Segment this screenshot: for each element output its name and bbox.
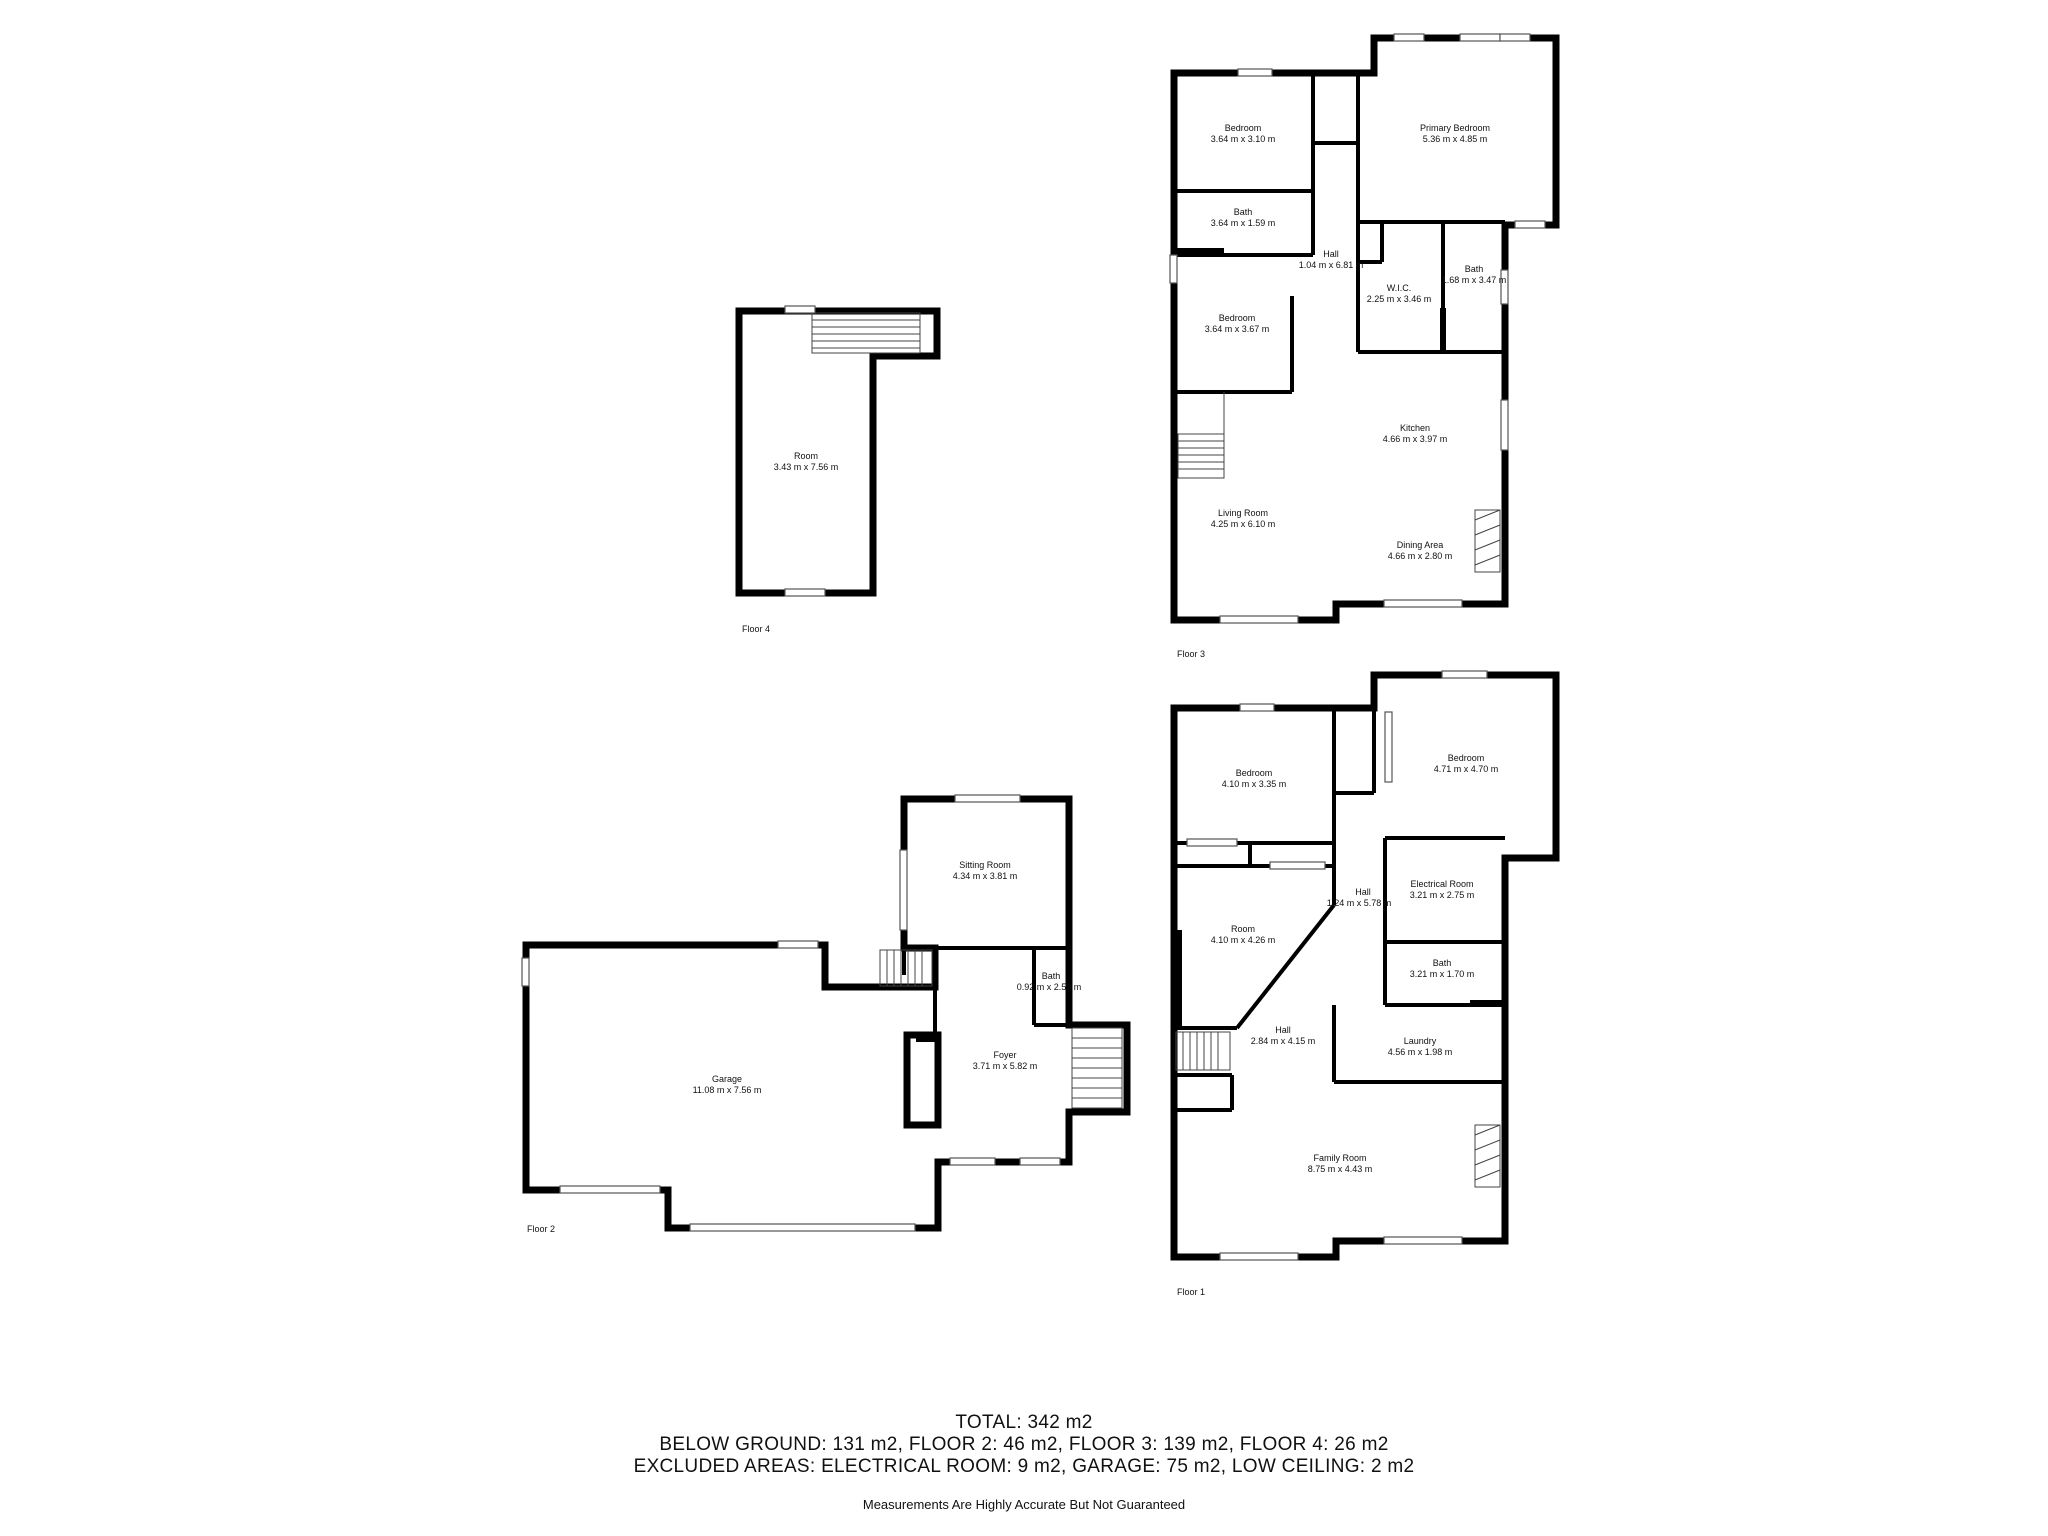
room-dims: 5.36 m x 4.85 m [1423, 134, 1488, 144]
room-name: Hall [1323, 249, 1339, 259]
room-dims: 11.08 m x 7.56 m [693, 1085, 762, 1095]
room-dims: 4.10 m x 4.26 m [1211, 935, 1276, 945]
room-name: Dining Area [1397, 540, 1444, 550]
disclaimer: Measurements Are Highly Accurate But Not… [862, 1497, 1186, 1512]
room-dims: 3.64 m x 1.59 m [1211, 218, 1276, 228]
floor-label: Floor 3 [1177, 649, 1205, 659]
room-dims: 1.68 m x 3.47 m [1442, 275, 1507, 285]
floor-label: Floor 4 [742, 624, 770, 634]
floor-areas: BELOW GROUND: 131 m2, FLOOR 2: 46 m2, FL… [659, 1434, 1389, 1455]
room-dims: 3.64 m x 3.10 m [1211, 134, 1276, 144]
room-dims: 4.71 m x 4.70 m [1434, 764, 1499, 774]
floor-4-plan: Room 3.43 m x 7.56 m Floor 4 [735, 305, 941, 634]
room-dims: 3.71 m x 5.82 m [973, 1061, 1038, 1071]
room-name: Primary Bedroom [1420, 123, 1490, 133]
room-dims: 2.84 m x 4.15 m [1251, 1036, 1316, 1046]
room-name: Bedroom [1448, 753, 1485, 763]
room-name: Hall [1275, 1025, 1291, 1035]
room-name: W.I.C. [1387, 283, 1412, 293]
room-dims: 3.21 m x 1.70 m [1410, 969, 1475, 979]
room-name: Electrical Room [1410, 879, 1473, 889]
room-dims: 3.64 m x 3.67 m [1205, 324, 1270, 334]
room-dims: 4.25 m x 6.10 m [1211, 519, 1276, 529]
room-name: Bath [1234, 207, 1253, 217]
room-name: Room [794, 451, 818, 461]
room-dims: 3.43 m x 7.56 m [774, 462, 839, 472]
room-name: Garage [712, 1074, 742, 1084]
room-dims: 4.34 m x 3.81 m [953, 871, 1018, 881]
total-area: TOTAL: 342 m2 [955, 1412, 1093, 1433]
room-dims: 4.10 m x 3.35 m [1222, 779, 1287, 789]
room-dims: 1.04 m x 6.81 m [1299, 260, 1364, 270]
room-name: Bedroom [1219, 313, 1256, 323]
room-name: Bedroom [1236, 768, 1273, 778]
room-name: Sitting Room [959, 860, 1011, 870]
floor-2-plan: Sitting Room 4.34 m x 3.81 m Bath 0.92 m… [521, 794, 1131, 1234]
room-dims: 2.25 m x 3.46 m [1367, 294, 1432, 304]
floor-label: Floor 2 [527, 1224, 555, 1234]
room-name: Bath [1465, 264, 1484, 274]
room-name: Laundry [1404, 1036, 1437, 1046]
excluded-areas: EXCLUDED AREAS: ELECTRICAL ROOM: 9 m2, G… [633, 1456, 1415, 1477]
floor-3-plan: Bedroom 3.64 m x 3.10 m Primary Bedroom … [1169, 33, 1560, 659]
area-summary: TOTAL: 342 m2 BELOW GROUND: 131 m2, FLOO… [0, 1412, 2048, 1478]
room-name: Kitchen [1400, 423, 1430, 433]
floor-1-plan: Bedroom 4.10 m x 3.35 m Bedroom 4.71 m x… [1170, 670, 1560, 1297]
room-name: Hall [1355, 887, 1371, 897]
room-name: Foyer [993, 1050, 1016, 1060]
room-dims: 4.66 m x 2.80 m [1388, 551, 1453, 561]
floor-label: Floor 1 [1177, 1287, 1205, 1297]
room-dims: 1.24 m x 5.78 m [1327, 898, 1392, 908]
room-name: Family Room [1313, 1153, 1366, 1163]
room-name: Bath [1433, 958, 1452, 968]
room-name: Room [1231, 924, 1255, 934]
room-dims: 0.92 m x 2.59 m [1017, 982, 1082, 992]
room-dims: 4.56 m x 1.98 m [1388, 1047, 1453, 1057]
room-name: Bath [1042, 971, 1061, 981]
room-dims: 8.75 m x 4.43 m [1308, 1164, 1373, 1174]
room-dims: 3.21 m x 2.75 m [1410, 890, 1475, 900]
room-name: Living Room [1218, 508, 1268, 518]
room-dims: 4.66 m x 3.97 m [1383, 434, 1448, 444]
room-name: Bedroom [1225, 123, 1262, 133]
